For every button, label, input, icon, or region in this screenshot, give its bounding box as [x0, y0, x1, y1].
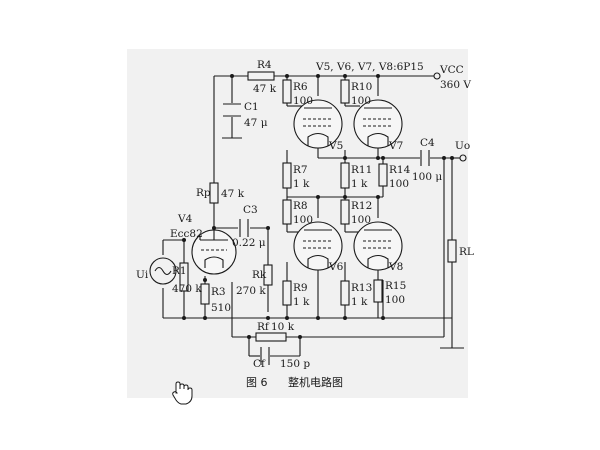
- v7-label: V7: [388, 140, 403, 152]
- r8-name: R8: [293, 200, 308, 212]
- c3-name: C3: [243, 204, 258, 216]
- vcc-label: VCC: [439, 64, 464, 76]
- tube-v6: [293, 221, 343, 271]
- tube-v7: [353, 99, 403, 149]
- resistor-r8: [282, 199, 292, 225]
- wires: [162, 75, 464, 357]
- r9-name: R9: [293, 282, 308, 294]
- resistor-r6: [282, 79, 292, 104]
- r15-value: 100: [385, 294, 405, 306]
- vcc-value: 360 V: [440, 79, 471, 91]
- r10-value: 100: [351, 95, 371, 107]
- tube-v5: [293, 99, 343, 149]
- r1-name: R1: [172, 265, 187, 277]
- r8-value: 100: [293, 214, 313, 226]
- resistor-r3: [200, 283, 210, 305]
- resistor-r11: [340, 162, 350, 189]
- hand-pointer-icon: [172, 381, 193, 405]
- resistor-r4: [247, 71, 275, 81]
- v8-label: V8: [388, 261, 403, 273]
- rp-name: Rp: [196, 187, 211, 199]
- uo-terminal: [459, 154, 467, 162]
- rf-value: 10 k: [271, 321, 295, 333]
- vcc-terminal: [433, 72, 441, 80]
- cf-value: 150 p: [280, 358, 310, 370]
- r11-name: R11: [351, 164, 372, 176]
- resistor-r13: [340, 280, 350, 306]
- resistor-r1: [179, 262, 189, 292]
- resistor-r7: [282, 162, 292, 189]
- resistor-r9: [282, 280, 292, 306]
- r14-name: R14: [389, 164, 411, 176]
- resistor-r12: [340, 199, 350, 225]
- ui-label: Ui: [136, 269, 149, 281]
- resistor-rp: [209, 182, 219, 204]
- resistor-rf: [255, 332, 287, 342]
- r6-value: 100: [293, 95, 313, 107]
- capacitor-c1: [223, 103, 241, 117]
- junction-dots: [182, 74, 454, 339]
- r15-name: R15: [385, 280, 406, 292]
- r4-value: 47 k: [253, 83, 277, 95]
- r4-name: R4: [257, 59, 272, 71]
- signal-source: [149, 257, 177, 285]
- rk-name: Rk: [252, 269, 267, 281]
- c4-value: 100 μ: [412, 171, 442, 183]
- r12-name: R12: [351, 200, 372, 212]
- rf-name: Rf: [257, 321, 270, 333]
- figure-number: 图 6: [246, 376, 268, 389]
- v4-type: Ecc82: [170, 228, 203, 240]
- rk-value: 270 k: [236, 285, 266, 297]
- c3-value: 0.22 μ: [232, 237, 266, 249]
- resistor-r14: [378, 163, 388, 187]
- r10-name: R10: [351, 81, 372, 93]
- c1-value: 47 μ: [244, 117, 268, 129]
- tube-note: V5, V6, V7, V8:6P15: [315, 61, 424, 73]
- resistor-rk: [263, 264, 273, 286]
- resistor-r15: [373, 279, 383, 303]
- r11-value: 1 k: [351, 178, 368, 190]
- c4-name: C4: [420, 137, 435, 149]
- diagram-panel: [127, 49, 468, 398]
- r3-name: R3: [211, 286, 226, 298]
- v5-label: V5: [328, 140, 343, 152]
- capacitor-c3: [239, 219, 249, 237]
- v4-name: V4: [177, 213, 193, 225]
- r12-value: 100: [351, 214, 371, 226]
- r14-value: 100: [389, 178, 409, 190]
- r7-value: 1 k: [293, 178, 310, 190]
- tube-v8: [353, 221, 403, 271]
- tube-v4: [191, 228, 237, 275]
- rp-value: 47 k: [221, 188, 245, 200]
- cf-name: Cf: [253, 358, 266, 370]
- v6-label: V6: [328, 261, 344, 273]
- r6-name: R6: [293, 81, 308, 93]
- capacitor-c4: [420, 150, 430, 166]
- r9-value: 1 k: [293, 296, 310, 308]
- c1-name: C1: [244, 101, 259, 113]
- r7-name: R7: [293, 164, 308, 176]
- capacitor-cf: [260, 347, 270, 365]
- r13-value: 1 k: [351, 296, 368, 308]
- component-labels: V5, V6, V7, V8:6P15 VCC 360 V Uo Ui R4 4…: [136, 59, 474, 370]
- resistor-r10: [340, 79, 350, 104]
- resistor-rl: [447, 239, 457, 263]
- uo-label: Uo: [455, 140, 470, 152]
- figure-title: 整机电路图: [288, 375, 343, 389]
- r1-value: 470 k: [172, 283, 202, 295]
- rl-name: RL: [459, 246, 474, 258]
- r13-name: R13: [351, 282, 372, 294]
- r3-value: 510: [211, 302, 231, 314]
